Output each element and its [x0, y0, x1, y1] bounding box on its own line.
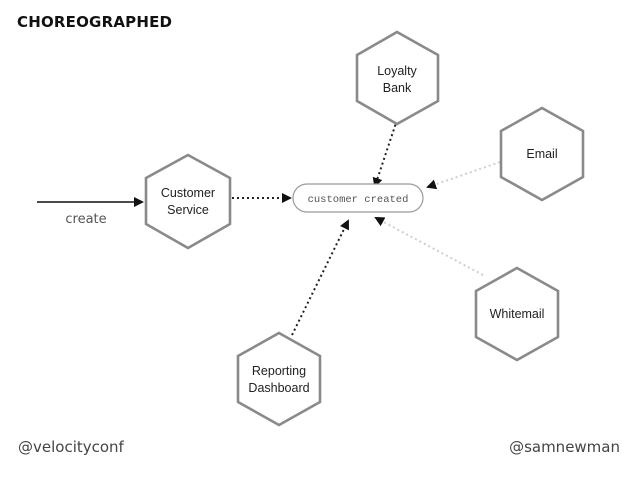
node-label-line2: Dashboard [248, 381, 309, 395]
connector-whitemail [374, 217, 484, 276]
node-label-line1: Reporting [252, 364, 306, 378]
create-label: create [65, 212, 106, 227]
node-label-line2: Service [167, 203, 209, 217]
event-label: customer created [308, 194, 409, 206]
node-label-line1: Customer [161, 186, 215, 200]
node-email: Email [499, 106, 585, 202]
node-label-line1: Loyalty [377, 64, 417, 78]
node-reporting-dashboard: Reporting Dashboard [236, 331, 322, 427]
node-label-line2: Bank [383, 81, 412, 95]
slide-title: CHOREOGRAPHED [17, 13, 173, 31]
connector-loyalty-bank [372, 119, 398, 188]
footer-author-handle: @samnewman [509, 438, 620, 456]
connector-reporting-dashboard [291, 219, 349, 336]
node-loyalty-bank: Loyalty Bank [355, 30, 440, 126]
footer-conference-handle: @velocityconf [18, 438, 124, 456]
node-label: Whitemail [490, 307, 545, 321]
connector-email [426, 161, 501, 190]
node-whitemail: Whitemail [474, 266, 560, 362]
node-customer-service: Customer Service [144, 153, 232, 250]
node-label: Email [526, 147, 557, 161]
event-customer-created: customer created [292, 183, 424, 213]
